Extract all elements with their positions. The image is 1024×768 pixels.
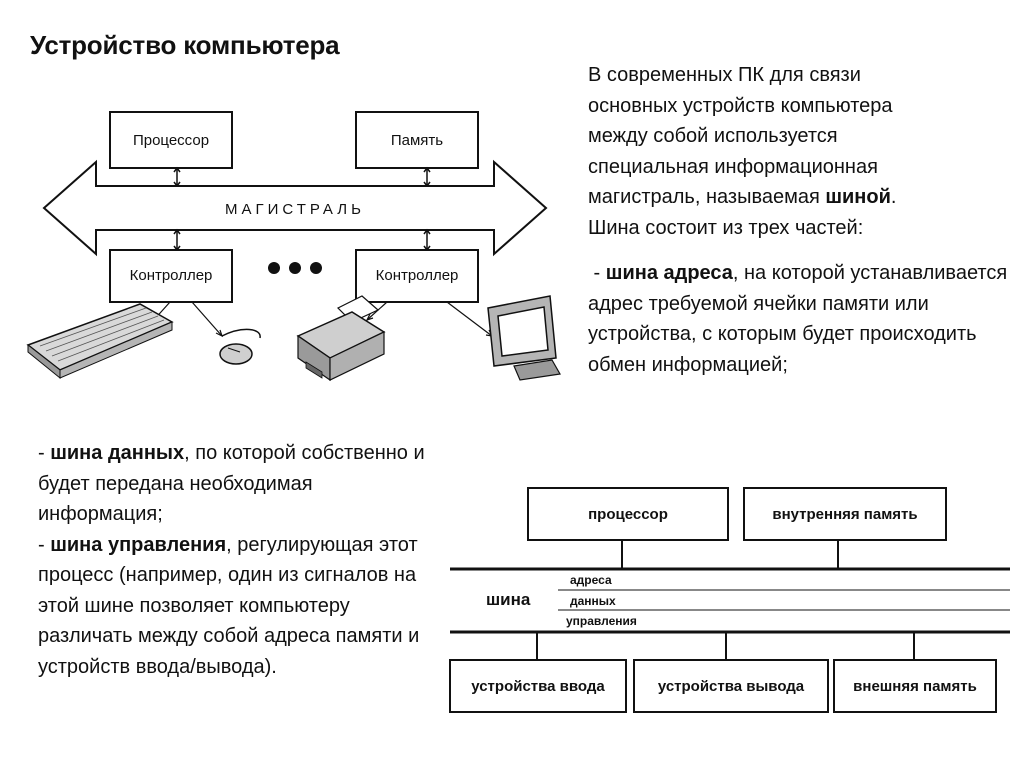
controller-left-box: [109, 249, 233, 303]
controller-right-bus-connector: [423, 228, 431, 252]
data-control-bus-paragraph: - шина данных, по которой собственно и б…: [38, 438, 438, 682]
processor-label: Процессор: [133, 132, 209, 149]
controller-right-box: [355, 249, 479, 303]
output-devices-label: устройства вывода: [658, 678, 805, 695]
data-bus-prefix: -: [38, 442, 51, 464]
bus-label: шина: [486, 590, 531, 609]
control-line-label: управления: [566, 614, 637, 628]
processor-label: процессор: [588, 506, 668, 523]
intro-line-6: Шина состоит из трех частей:: [588, 216, 864, 239]
external-memory-label: внешняя память: [853, 678, 977, 695]
external-memory-box: [833, 659, 997, 713]
address-line-label: адреса: [570, 573, 612, 587]
processor-box: [527, 487, 729, 541]
controller-left-label: Контроллер: [130, 267, 213, 284]
control-bus-prefix: -: [38, 533, 51, 556]
address-bus-description: , на которой устанавливается адрес требу…: [588, 262, 1008, 376]
intro-line-4: специальная информационная: [588, 155, 878, 178]
mouse-icon: [219, 328, 261, 365]
internal-memory-box: [743, 487, 947, 541]
intro-paragraph: В современных ПК для связи основных устр…: [588, 60, 988, 243]
intro-line-5: магистраль, называемая шиной.: [588, 182, 988, 213]
bus-term: шиной: [825, 186, 891, 208]
pc-architecture-diagram: Процессор Память МАГИСТРАЛЬ Контроллер К…: [26, 111, 561, 382]
memory-bus-connector: [423, 166, 431, 188]
memory-box: [355, 111, 479, 169]
processor-bus-connector: [173, 166, 181, 188]
memory-label: Память: [391, 132, 443, 149]
intro-line-1: В современных ПК для связи: [588, 64, 861, 86]
printer-icon: [296, 295, 386, 382]
backbone-arrow: [42, 159, 548, 257]
intro-period: .: [890, 186, 897, 208]
control-bus-term: шина управления: [50, 533, 227, 556]
intro-line-5-text: магистраль, называемая: [588, 186, 826, 208]
keyboard-icon: [26, 303, 174, 380]
address-bus-paragraph: - шина адреса, на которой устанавливаетс…: [588, 258, 1008, 380]
data-bus-description: , по которой собственно и будет передана…: [38, 442, 425, 525]
data-line-label: данных: [570, 594, 616, 608]
address-bus-term: шина адреса: [605, 262, 733, 284]
bus-structure-diagram: процессор внутренняя память шина адреса …: [449, 487, 1010, 713]
input-devices-label: устройства ввода: [471, 678, 605, 695]
intro-line-3: между собой используется: [588, 125, 838, 147]
controller-left-bus-connector: [173, 228, 181, 252]
output-devices-box: [633, 659, 829, 713]
data-bus-term: шина данных: [50, 442, 185, 464]
control-bus-description: , регулирующая этот процесс (например, о…: [38, 533, 420, 678]
controller-right-label: Контроллер: [376, 267, 459, 284]
internal-memory-label: внутренняя память: [772, 506, 917, 523]
monitor-icon: [487, 295, 561, 381]
slide-title: Устройство компьютера: [30, 30, 340, 60]
input-devices-box: [449, 659, 627, 713]
address-bus-prefix: -: [588, 262, 606, 284]
backbone-label: МАГИСТРАЛЬ: [225, 201, 365, 218]
intro-line-2: основных устройств компьютера: [588, 94, 893, 117]
processor-box: [109, 111, 233, 169]
ellipsis-dots: [268, 262, 322, 274]
